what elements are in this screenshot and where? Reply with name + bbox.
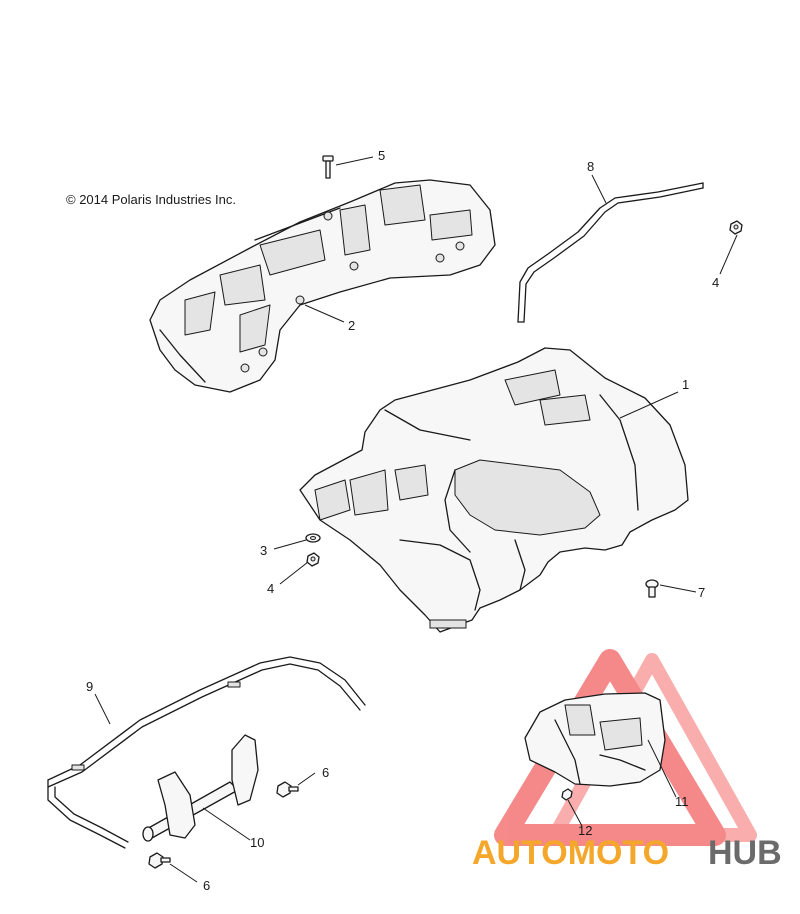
callout-1: 1 <box>682 377 689 392</box>
bumper-tube-part-9 <box>47 656 366 849</box>
callout-5: 5 <box>378 148 385 163</box>
callout-4-lower: 4 <box>267 581 274 596</box>
rear-cab-part <box>299 347 689 633</box>
callout-6-right: 6 <box>322 765 329 780</box>
screw-part-12 <box>561 788 573 801</box>
washer-part-3 <box>305 533 321 543</box>
callout-4-upper: 4 <box>712 275 719 290</box>
watermark-text-accent: AUTOMOTO <box>472 834 669 872</box>
hitch-bracket-part-10 <box>142 734 259 842</box>
bolt-part-6-right <box>276 781 299 798</box>
leader-lines <box>94 156 738 883</box>
bolt-part-5 <box>322 155 334 179</box>
callout-12: 12 <box>578 823 592 838</box>
side-cover-part-11 <box>524 692 666 787</box>
callout-11: 11 <box>675 794 689 809</box>
callout-labels: 1 2 3 4 4 5 6 6 7 8 9 10 11 12 <box>86 148 719 893</box>
callout-2: 2 <box>348 318 355 333</box>
callout-7: 7 <box>698 585 705 600</box>
callout-3: 3 <box>260 543 267 558</box>
callout-8: 8 <box>587 159 594 174</box>
rear-rack-part <box>149 179 496 393</box>
watermark-text-dark: HUB <box>708 834 782 872</box>
callout-10: 10 <box>250 835 264 850</box>
support-bar-part-8 <box>517 182 704 323</box>
nut-part-4-upper <box>729 220 743 235</box>
callout-9: 9 <box>86 679 93 694</box>
copyright-text: © 2014 Polaris Industries Inc. <box>66 192 236 207</box>
callout-6-bottom: 6 <box>203 878 210 893</box>
push-rivet-part-7 <box>645 579 659 598</box>
bolt-part-6-bottom <box>148 852 171 869</box>
watermark-text: AUTOMOTO HUB <box>472 834 782 872</box>
nut-part-4-lower <box>306 552 320 567</box>
